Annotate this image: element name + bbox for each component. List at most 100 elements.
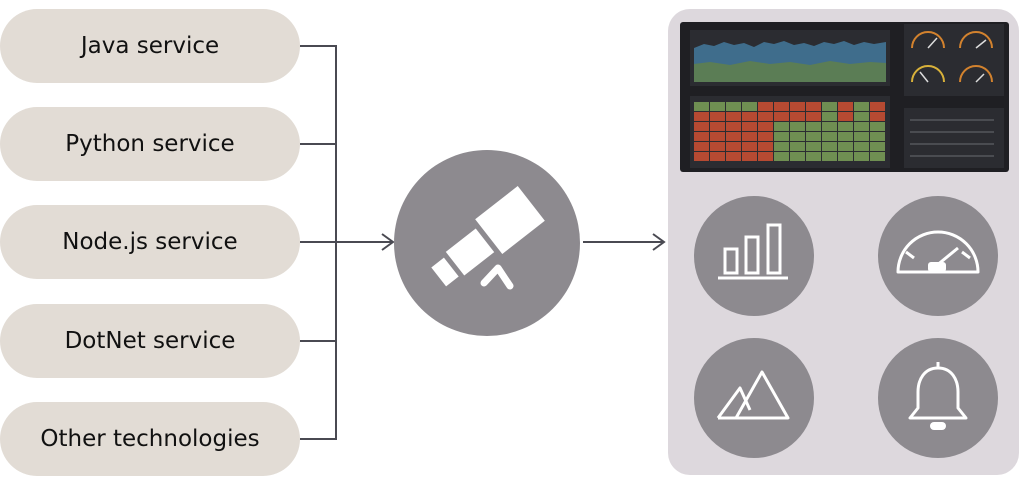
heatmap-cell <box>806 132 821 141</box>
heatmap-cell <box>870 142 885 151</box>
heatmap-cell <box>710 142 725 151</box>
heatmap-cell <box>790 142 805 151</box>
heatmap-cell <box>726 122 741 131</box>
list-panel <box>904 108 1004 168</box>
heatmap-cell <box>870 152 885 161</box>
heatmap-cell <box>710 112 725 121</box>
heatmap-cell <box>710 132 725 141</box>
heatmap-cell <box>742 132 757 141</box>
heatmap-cell <box>790 122 805 131</box>
heatmap-cell <box>726 112 741 121</box>
heatmap-cell <box>790 152 805 161</box>
heatmap-cell <box>838 112 853 121</box>
dotnet-service-label: DotNet service <box>64 328 236 354</box>
arrow-to-dashboard-head <box>652 233 666 251</box>
heatmap-cell <box>742 112 757 121</box>
heatmap-cell <box>694 122 709 131</box>
heatmap-cell <box>742 102 757 111</box>
timeseries-panel <box>690 30 890 86</box>
python-service-label: Python service <box>65 131 235 157</box>
heatmap-cell <box>806 112 821 121</box>
dashboard-preview <box>680 22 1009 172</box>
arrow-to-collector-head <box>381 233 395 251</box>
bell-icon <box>908 362 968 430</box>
heatmap-cell <box>726 132 741 141</box>
heatmap-cell <box>710 152 725 161</box>
other-technologies-pill: Other technologies <box>0 402 300 476</box>
heatmap-cell <box>758 142 773 151</box>
heatmap-cell <box>838 122 853 131</box>
heatmap-cell <box>726 142 741 151</box>
heatmap-cell <box>694 102 709 111</box>
heatmap-cell <box>854 142 869 151</box>
heatmap-cell <box>710 102 725 111</box>
heatmap-cell <box>774 132 789 141</box>
heatmap-cell <box>742 122 757 131</box>
heatmap-cell <box>710 122 725 131</box>
heatmap-cell <box>774 112 789 121</box>
heatmap-cell <box>870 112 885 121</box>
heatmap-cell <box>774 142 789 151</box>
heatmap-cell <box>870 122 885 131</box>
heatmap-cell <box>822 152 837 161</box>
java-service-pill: Java service <box>0 9 300 83</box>
nodejs-service-pill: Node.js service <box>0 205 300 279</box>
heatmap-cell <box>870 132 885 141</box>
heatmap-cell <box>774 152 789 161</box>
gauge-icon <box>896 230 980 274</box>
heatmap-panel <box>690 96 890 168</box>
heatmap-cell <box>854 152 869 161</box>
other-technologies-label: Other technologies <box>40 426 260 452</box>
heatmap-cell <box>758 102 773 111</box>
gauges-panel <box>904 24 1004 96</box>
gauges-graphic <box>911 31 993 83</box>
heatmap-cell <box>822 142 837 151</box>
heatmap-cell <box>758 112 773 121</box>
heatmap-cell <box>806 102 821 111</box>
list-graphic <box>910 119 994 157</box>
bar-chart-icon <box>718 223 788 280</box>
heatmap-cell <box>822 102 837 111</box>
heatmap-cell <box>758 132 773 141</box>
heatmap-cell <box>806 152 821 161</box>
metrics-circle <box>694 196 814 316</box>
heatmap-cell <box>838 132 853 141</box>
heatmap-cell <box>790 112 805 121</box>
telescope-icon <box>431 186 545 290</box>
nodejs-service-label: Node.js service <box>62 229 238 255</box>
heatmap-cell <box>822 122 837 131</box>
heatmap-cell <box>694 112 709 121</box>
heatmap-cell <box>774 102 789 111</box>
heatmap-cell <box>758 122 773 131</box>
heatmap-cell <box>854 102 869 111</box>
heatmap-cell <box>694 142 709 151</box>
heatmap-cell <box>806 142 821 151</box>
heatmap-cell <box>822 112 837 121</box>
heatmap-cell <box>742 142 757 151</box>
heatmap-cell <box>854 112 869 121</box>
dotnet-service-pill: DotNet service <box>0 304 300 378</box>
monitoring-circle <box>878 196 998 316</box>
heatmap-cell <box>726 102 741 111</box>
heatmap-cell <box>758 152 773 161</box>
heatmap-cell <box>726 152 741 161</box>
area-chart-circle <box>694 338 814 458</box>
heatmap-cell <box>790 102 805 111</box>
heatmap-cell <box>822 132 837 141</box>
java-service-label: Java service <box>80 33 220 59</box>
heatmap-cell <box>870 102 885 111</box>
heatmap-cell <box>838 102 853 111</box>
mountain-chart-icon <box>716 370 790 420</box>
collector-circle <box>394 150 580 336</box>
heatmap-cell <box>838 142 853 151</box>
heatmap-cell <box>806 122 821 131</box>
timeseries-graph <box>694 41 886 82</box>
heatmap-cell <box>694 152 709 161</box>
heatmap-graphic <box>694 102 885 161</box>
python-service-pill: Python service <box>0 107 300 181</box>
heatmap-cell <box>838 152 853 161</box>
heatmap-cell <box>854 132 869 141</box>
heatmap-cell <box>854 122 869 131</box>
heatmap-cell <box>694 132 709 141</box>
